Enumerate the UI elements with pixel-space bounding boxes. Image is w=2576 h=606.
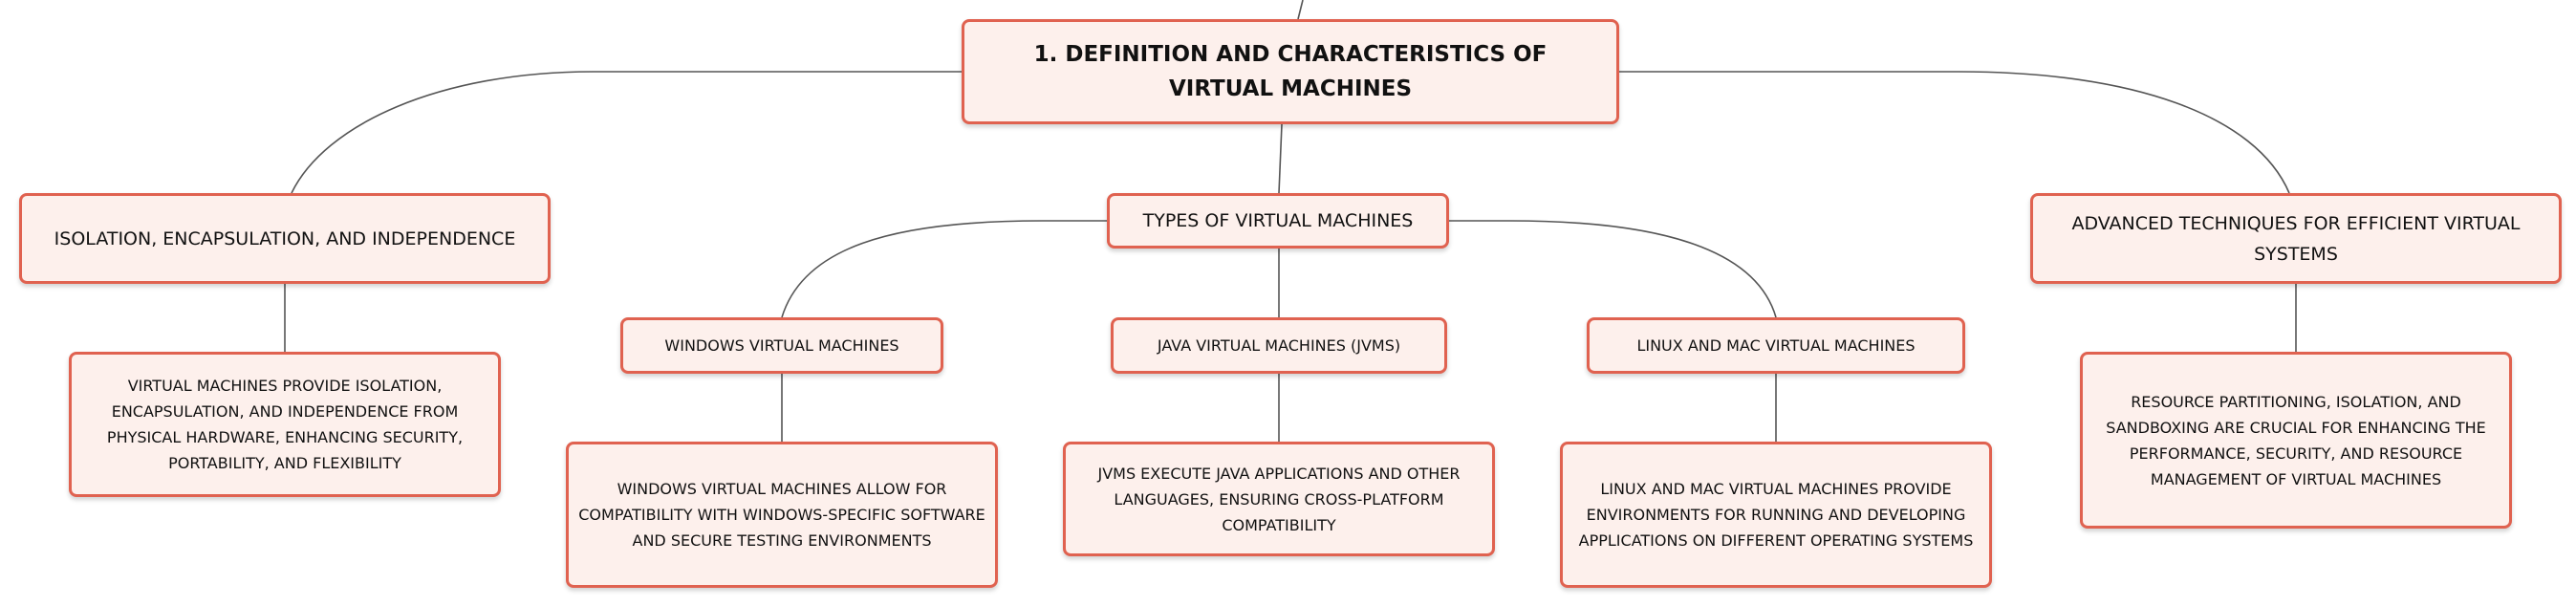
detail-java-text: JVMS EXECUTE JAVA APPLICATIONS AND OTHER…	[1097, 464, 1461, 534]
topic-types-label: TYPES OF VIRTUAL MACHINES	[1142, 210, 1414, 231]
subtopic-windows-node[interactable]: WINDOWS VIRTUAL MACHINES	[620, 317, 943, 374]
subtopic-linux-mac-label: LINUX AND MAC VIRTUAL MACHINES	[1636, 335, 1916, 355]
detail-isolation-text: VIRTUAL MACHINES PROVIDE ISOLATION, ENCA…	[106, 377, 464, 472]
detail-windows-node[interactable]: WINDOWS VIRTUAL MACHINES ALLOW FOR COMPA…	[566, 442, 998, 588]
connector-root-to-advanced	[1617, 71, 2290, 194]
connector-root-to-types	[1278, 123, 1283, 194]
detail-isolation-node[interactable]: VIRTUAL MACHINES PROVIDE ISOLATION, ENCA…	[69, 352, 501, 497]
detail-java-node[interactable]: JVMS EXECUTE JAVA APPLICATIONS AND OTHER…	[1063, 442, 1495, 556]
detail-windows-text: WINDOWS VIRTUAL MACHINES ALLOW FOR COMPA…	[578, 480, 985, 550]
topic-types-node[interactable]: TYPES OF VIRTUAL MACHINES	[1107, 193, 1449, 249]
detail-advanced-node[interactable]: RESOURCE PARTITIONING, ISOLATION, AND SA…	[2080, 352, 2512, 529]
connector-types-to-windows	[781, 220, 1109, 318]
root-topic-node[interactable]: 1. DEFINITION AND CHARACTERISTICS OF VIR…	[962, 19, 1619, 124]
root-topic-label: 1. DEFINITION AND CHARACTERISTICS OF VIR…	[1033, 42, 1548, 101]
detail-linux-mac-text: LINUX AND MAC VIRTUAL MACHINES PROVIDE E…	[1578, 480, 1974, 550]
topic-isolation-node[interactable]: ISOLATION, ENCAPSULATION, AND INDEPENDEN…	[19, 193, 551, 284]
detail-advanced-text: RESOURCE PARTITIONING, ISOLATION, AND SA…	[2106, 392, 2486, 488]
subtopic-java-label: JAVA VIRTUAL MACHINES (JVMS)	[1157, 335, 1401, 355]
detail-linux-mac-node[interactable]: LINUX AND MAC VIRTUAL MACHINES PROVIDE E…	[1560, 442, 1992, 588]
connector-types-to-linux	[1447, 220, 1777, 318]
topic-isolation-label: ISOLATION, ENCAPSULATION, AND INDEPENDEN…	[54, 227, 516, 249]
connector-root-to-isolation	[291, 71, 963, 194]
subtopic-linux-mac-node[interactable]: LINUX AND MAC VIRTUAL MACHINES	[1587, 317, 1965, 374]
topic-advanced-label: ADVANCED TECHNIQUES FOR EFFICIENT VIRTUA…	[2071, 212, 2521, 265]
subtopic-windows-label: WINDOWS VIRTUAL MACHINES	[664, 335, 899, 355]
topic-advanced-node[interactable]: ADVANCED TECHNIQUES FOR EFFICIENT VIRTUA…	[2030, 193, 2562, 284]
connector-root-to-parent	[1297, 0, 1304, 20]
subtopic-java-node[interactable]: JAVA VIRTUAL MACHINES (JVMS)	[1111, 317, 1447, 374]
